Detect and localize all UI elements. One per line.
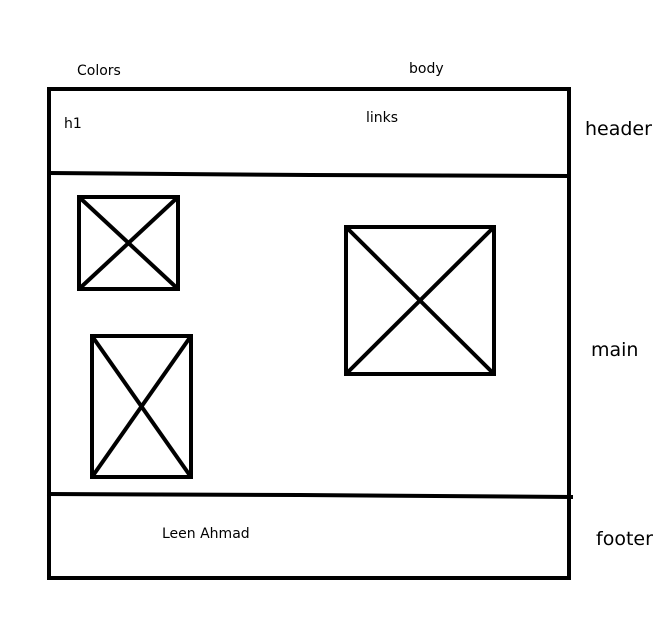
image-placeholder-bottom-left — [90, 334, 193, 479]
body-label: body — [409, 61, 444, 77]
image-placeholder-top-left — [77, 195, 180, 291]
footer-divider — [46, 492, 574, 499]
image-placeholder-right — [344, 225, 496, 376]
links-label: links — [366, 110, 399, 126]
body-frame — [47, 87, 571, 580]
header-divider — [48, 171, 571, 178]
author-name: Leen Ahmad — [162, 526, 250, 542]
footer-label: footer — [596, 528, 653, 550]
main-label: main — [591, 339, 639, 361]
colors-label: Colors — [77, 63, 121, 79]
h1-label: h1 — [64, 116, 82, 132]
header-label: header — [585, 118, 652, 140]
